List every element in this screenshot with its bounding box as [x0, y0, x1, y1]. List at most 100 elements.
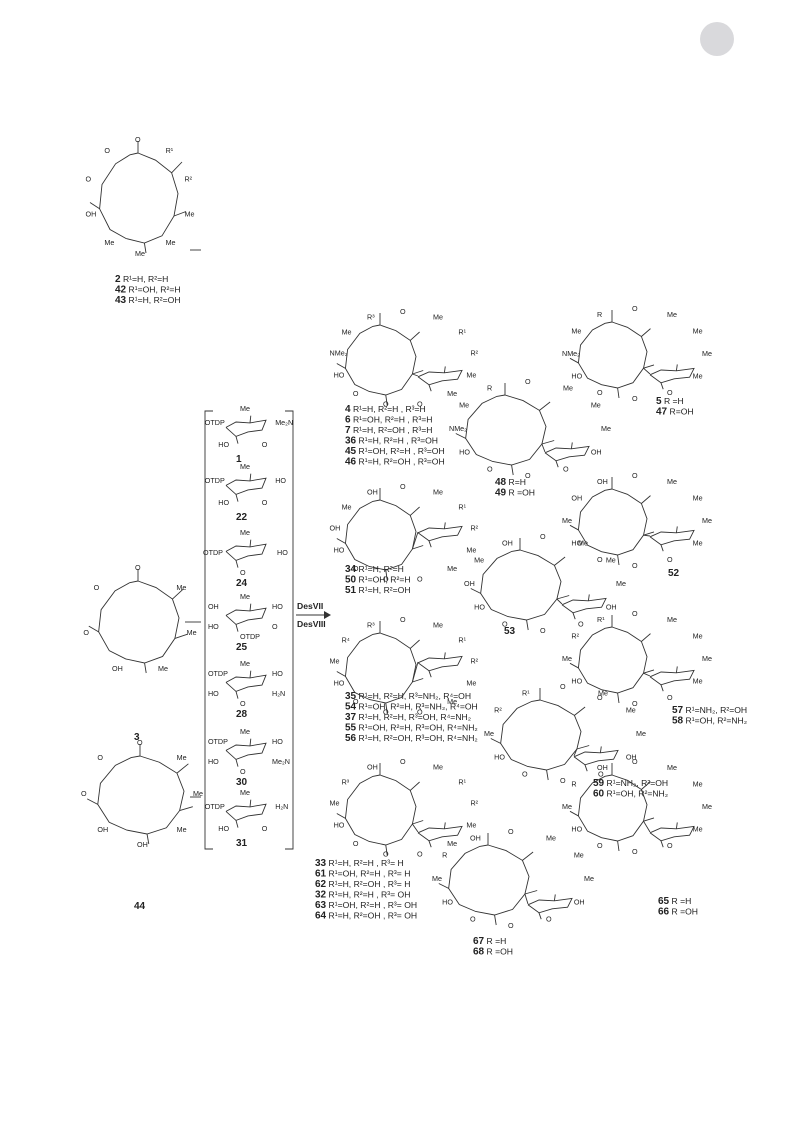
- methyl-bond: [641, 633, 651, 642]
- methyl-bond: [569, 662, 579, 669]
- atom-label: Me: [578, 538, 588, 547]
- sugar-number: 24: [236, 578, 248, 589]
- atom-label: R²: [470, 798, 478, 807]
- compound-label: 62 R¹=H, R²=OH , R³= H: [315, 879, 410, 890]
- atom-label: Me: [484, 729, 494, 738]
- compound-label: 44: [134, 901, 146, 912]
- sugar-number: 31: [236, 838, 248, 849]
- atom-label: Me: [459, 401, 469, 410]
- compound-label: 61 R¹=OH, R²=H , R³= H: [315, 869, 410, 880]
- atom-label: HO: [571, 539, 582, 548]
- methyl-bond: [88, 625, 99, 633]
- atom-label: R²: [494, 706, 502, 715]
- methyl-bond: [336, 813, 346, 819]
- sugar-bond: [553, 894, 556, 901]
- atom-label: HO: [334, 546, 345, 555]
- compound-label: 2 R¹=H, R²=H: [115, 274, 168, 285]
- atom-label: O: [525, 377, 531, 386]
- atom-label: OH: [502, 538, 513, 547]
- atom-label: O: [94, 583, 100, 592]
- atom-label: O: [135, 563, 141, 572]
- macrolactone-ring: [344, 632, 417, 704]
- atom-label: Me: [432, 874, 442, 883]
- atom-label: Me₂N: [272, 757, 290, 766]
- atom-label: Me: [606, 556, 616, 565]
- atom-label: R¹: [458, 635, 466, 644]
- methyl-bond: [409, 781, 420, 791]
- sugar-number: 25: [236, 642, 248, 653]
- atom-label: R²: [470, 656, 478, 665]
- methyl-bond: [89, 202, 100, 210]
- atom-label: Me: [636, 729, 646, 738]
- atom-label: Me₂N: [275, 418, 293, 427]
- methyl-bond: [385, 394, 388, 406]
- atom-label: OH: [597, 477, 608, 486]
- atom-label: O: [632, 847, 638, 856]
- atom-label: O: [525, 471, 531, 480]
- atom-label: OH: [112, 664, 123, 673]
- atom-label: Me: [433, 312, 443, 321]
- methyl-bond: [576, 745, 590, 750]
- atom-label: Me: [466, 679, 476, 688]
- compound-label: 55 R¹=OH, R²=H, R³=OH, R⁴=NH₂: [345, 723, 478, 734]
- sugar-bond: [235, 560, 239, 568]
- compound-label: 63 R¹=OH, R²=H , R³= OH: [315, 900, 417, 911]
- methyl-bond: [455, 433, 466, 439]
- atom-label: Me: [135, 249, 145, 258]
- methyl-bond: [409, 506, 420, 516]
- atom-label: HO: [571, 677, 582, 686]
- atom-label: Me: [466, 371, 476, 380]
- atom-label: Me: [693, 327, 703, 336]
- atom-label: Me: [330, 656, 340, 665]
- atom-label: OTDP: [208, 669, 228, 678]
- atom-label: O: [578, 620, 584, 629]
- atom-label: Me: [584, 874, 594, 883]
- atom-label: Me: [563, 383, 573, 392]
- atom-label: NMe₂: [330, 348, 348, 357]
- sugar-bond: [443, 822, 446, 829]
- atom-label: Me: [571, 327, 581, 336]
- macrolactone-ring: [344, 324, 417, 396]
- atom-label: O: [546, 915, 552, 924]
- glycosidic-bond: [524, 893, 529, 905]
- methyl-bond: [179, 806, 193, 812]
- compound-label: 32 R¹=H, R²=H , R³= OH: [315, 890, 410, 901]
- sugar-bond: [428, 840, 432, 848]
- atom-label: HO: [208, 757, 219, 766]
- methyl-bond: [641, 781, 651, 790]
- atom-label: O: [400, 307, 406, 316]
- sugar-bond: [235, 820, 239, 828]
- atom-label: Me: [562, 654, 572, 663]
- atom-label: O: [632, 394, 638, 403]
- methyl-bond: [546, 769, 549, 781]
- sugar-ring: [561, 597, 607, 614]
- atom-label: O: [667, 841, 673, 850]
- compound-label: 59 R¹=NH₂, R²=OH: [593, 778, 668, 789]
- atom-label: OH: [330, 523, 341, 532]
- atom-label: Me: [616, 579, 626, 588]
- compound-label: 52: [668, 568, 680, 579]
- atom-label: Me: [702, 654, 712, 663]
- atom-label: Me: [433, 620, 443, 629]
- glycosidic-bond: [643, 534, 651, 537]
- macrolactone-ring: [344, 774, 417, 846]
- atom-label: R²: [571, 632, 579, 641]
- methyl-bond: [336, 538, 346, 544]
- macrolactone-ring: [97, 755, 185, 835]
- sugar-ring: [225, 419, 267, 437]
- compound-label: 64 R¹=H, R²=OH , R³= OH: [315, 911, 417, 922]
- sugar-ring: [573, 749, 619, 766]
- methyl-bond: [146, 833, 150, 845]
- methyl-bond: [617, 840, 620, 852]
- atom-label: Me: [177, 753, 187, 762]
- compound-label: 65 R =H: [658, 896, 691, 907]
- atom-label: O: [83, 628, 89, 637]
- methyl-bond: [412, 820, 424, 825]
- sugar-bond: [443, 366, 446, 373]
